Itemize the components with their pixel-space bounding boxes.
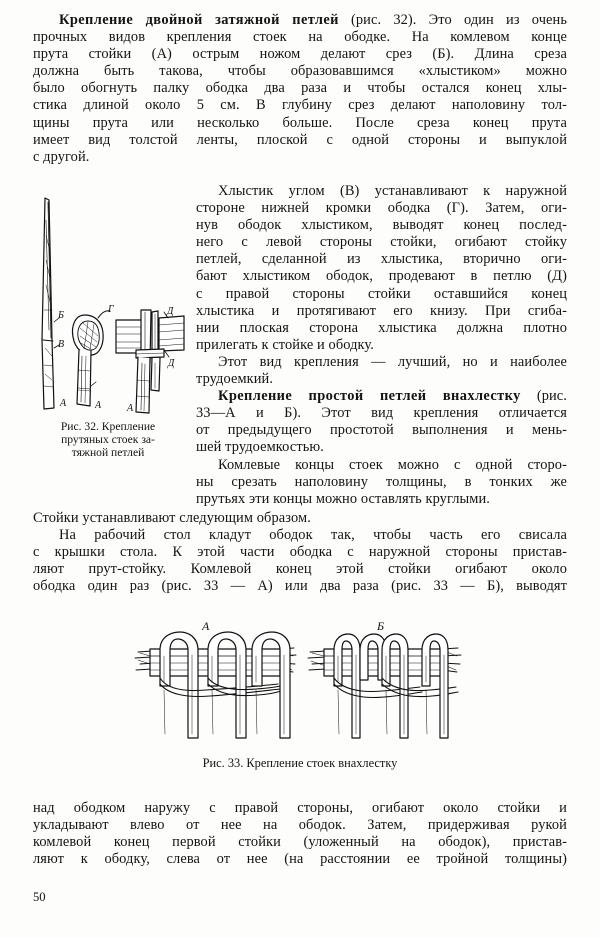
figure-33: А Б Рис. 33. Крепление стоек внахлестку — [130, 620, 470, 770]
section-heading-double-loop: Крепление двойной затяжной петлей — [59, 12, 339, 28]
text-line: стороне нижней кромки ободка (Г). Затем,… — [196, 200, 567, 217]
text-line: ны срезать наполовину толщины, в тонких … — [196, 473, 567, 490]
text-line: должна быть такова, чтобы образовавшимся… — [33, 63, 567, 80]
text-line: петлей, сделанной из хлыстика, вторично … — [196, 251, 567, 268]
figure-32-caption-line: Рис. 32. Крепление — [60, 420, 156, 433]
text-line: него с левой стороны стойки, огибают сто… — [196, 234, 567, 251]
text-line: с правой стороны стойки оставшийся конец — [196, 285, 567, 302]
text-line: ободка один раз (рис. 33 — А) или два ра… — [33, 578, 567, 595]
figure-33-label-b: Б — [376, 620, 384, 633]
text-line: хлыстика и протягивают его книзу. При сг… — [196, 302, 567, 319]
text-line: бают хлыстиком ободок, продевают в петлю… — [196, 268, 567, 285]
text-line: Крепление двойной затяжной петлей (рис. … — [33, 12, 567, 29]
text-line: было обогнуть палку ободка два раза и чт… — [33, 80, 567, 97]
text-line-remainder: (рис. — [536, 388, 567, 405]
text-line-remainder: (рис. 32). Это один из очень — [350, 12, 567, 28]
text-line: укладывают влево от нее на ободок. Затем… — [33, 817, 567, 834]
figure-32-caption: Рис. 32. Крепление прутяных стоек за- тя… — [28, 420, 188, 460]
text-line: Хлыстик углом (В) устанавливают к наружн… — [218, 183, 567, 199]
mid-paragraph-block: Стойки устанавливают следующим образом. … — [33, 510, 567, 595]
figure-32-label-d1: Д — [166, 306, 174, 317]
bottom-paragraph-block: над ободком наружу с правой стороны, оги… — [33, 800, 567, 868]
text-line: ляют прут-стойку. Комлевой конец этой ст… — [33, 561, 567, 578]
text-line: Комлевые концы стоек можно с одной сторо… — [218, 456, 567, 473]
text-line: прочных видов крепления стоек на ободке.… — [33, 29, 567, 46]
section-heading-simple-loop: Крепление простой петлей внахлестку — [218, 388, 521, 405]
figure-32-illustration: Б В А А Г А Д Д — [28, 190, 188, 418]
text-line: имеет вид толстой ленты, плоской с одной… — [33, 131, 567, 148]
text-line: прута стойки (А) острым ножом делают сре… — [33, 46, 567, 63]
page-number: 50 — [33, 890, 46, 904]
text-line: комлевой конец первой стойки (уложенный … — [33, 834, 567, 851]
figure-32-label-v: В — [58, 339, 64, 350]
text-line: прутьях эти концы можно оставлять круглы… — [196, 490, 491, 507]
figure-32-label-g: Г — [107, 304, 114, 315]
figure-32-label-d2: Д — [167, 358, 175, 369]
right-column-text: Хлыстик углом (В) устанавливают к наружн… — [196, 183, 567, 508]
text-line: от предыдущего простотой выполнения и ме… — [196, 422, 567, 439]
text-line: 33—А и Б). Этот вид крепления отличается — [196, 405, 567, 422]
text-line: над ободком наружу с правой стороны, оги… — [33, 800, 567, 816]
text-line: с другой. — [33, 148, 90, 165]
text-line: Крепление простой петлей внахлестку (рис… — [196, 388, 567, 405]
figure-32-label-a3: А — [126, 403, 134, 414]
top-paragraph-block: Крепление двойной затяжной петлей (рис. … — [33, 12, 567, 166]
figure-32-caption-line: прутяных стоек за- — [61, 433, 155, 447]
figure-33-caption: Рис. 33. Крепление стоек внахлестку — [202, 756, 398, 770]
text-line: Стойки устанавливают следующим образом. — [33, 510, 311, 526]
figure-33-label-a: А — [201, 620, 210, 633]
text-line: прилегать к стойке и ободку. — [196, 336, 374, 353]
text-line: стика длиной около 5 см. В глубину срез … — [33, 97, 567, 114]
text-line: нии плоская сторона хлыстика должна плот… — [196, 319, 567, 336]
figure-32-label-b: Б — [57, 310, 64, 321]
text-line: нув ободок хлыстиком, выводят конец посл… — [196, 217, 567, 234]
text-line: с крышки стола. К этой части ободка с на… — [33, 544, 567, 561]
text-line: ляют к ободку, слева от нее (на расстоян… — [33, 851, 567, 868]
text-line: щины прута или несколько больше. После с… — [33, 114, 567, 131]
text-line: Этот вид крепления — лучший, но и наибол… — [218, 353, 567, 370]
text-line: шей трудоемкостью. — [196, 439, 324, 456]
text-line: На рабочий стол кладут ободок так, чтобы… — [59, 527, 567, 544]
text-line: трудоемкий. — [196, 371, 274, 388]
figure-32-label-a1: А — [59, 398, 67, 409]
figure-32-caption-line: тяжной петлей — [71, 446, 145, 460]
figure-32-label-a2: А — [94, 400, 102, 411]
figure-32: Б В А А Г А Д Д Рис. 32. Крепление прутя… — [28, 190, 188, 460]
figure-33-illustration: А Б — [130, 620, 470, 753]
